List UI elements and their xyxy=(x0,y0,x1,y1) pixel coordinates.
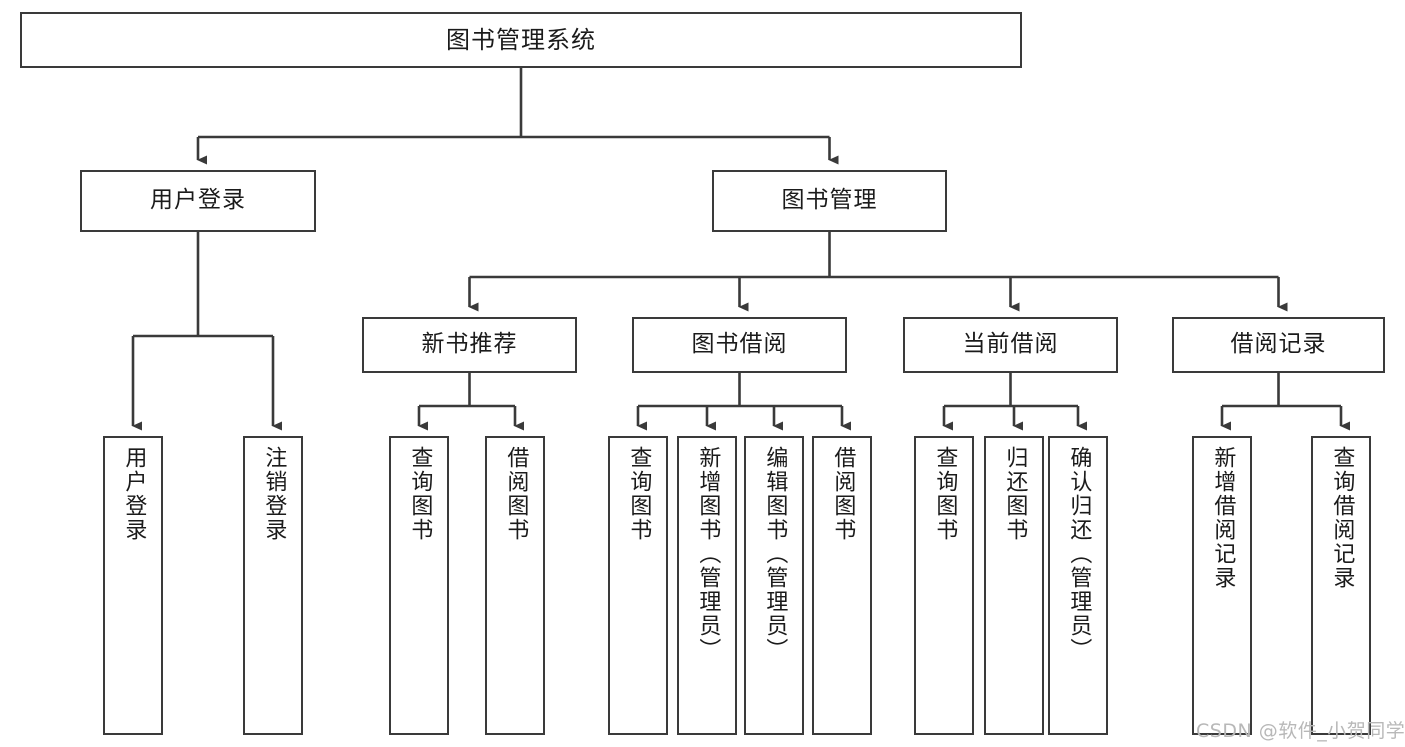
node-book-borrow[interactable]: 图书借阅 xyxy=(632,317,847,373)
node-leaf-br-add[interactable]: 新增借阅记录 xyxy=(1192,436,1252,735)
node-leaf-rec-borrow[interactable]: 借阅图书 xyxy=(485,436,545,735)
node-new-book-rec[interactable]: 新书推荐 xyxy=(362,317,577,373)
node-leaf-user-logout[interactable]: 注销登录 xyxy=(243,436,303,735)
node-label: 用户登录 xyxy=(150,187,246,214)
node-label: 当前借阅 xyxy=(962,331,1059,358)
node-leaf-bb-edit[interactable]: 编辑图书（管理员） xyxy=(744,436,804,735)
node-leaf-user-login[interactable]: 用户登录 xyxy=(103,436,163,735)
node-book-manage[interactable]: 图书管理 xyxy=(712,170,947,232)
node-label: 查询图书 xyxy=(407,446,433,542)
node-label: 归还图书 xyxy=(1002,446,1028,542)
node-leaf-cb-confirm[interactable]: 确认归还（管理员） xyxy=(1048,436,1108,735)
node-label: 查询图书 xyxy=(626,446,652,542)
node-label: 编辑图书（管理员） xyxy=(762,446,788,662)
node-root[interactable]: 图书管理系统 xyxy=(20,12,1022,68)
node-leaf-br-query[interactable]: 查询借阅记录 xyxy=(1311,436,1371,735)
node-leaf-cb-query[interactable]: 查询图书 xyxy=(914,436,974,735)
node-label: 借阅记录 xyxy=(1230,331,1327,358)
node-label: 借阅图书 xyxy=(830,446,856,542)
node-leaf-bb-query[interactable]: 查询图书 xyxy=(608,436,668,735)
node-leaf-bb-borrow[interactable]: 借阅图书 xyxy=(812,436,872,735)
node-label: 借阅图书 xyxy=(503,446,529,542)
node-label: 新增图书（管理员） xyxy=(695,446,721,662)
node-leaf-bb-add[interactable]: 新增图书（管理员） xyxy=(677,436,737,735)
node-label: 查询图书 xyxy=(932,446,958,542)
node-label: 新增借阅记录 xyxy=(1210,446,1236,590)
node-label: 确认归还（管理员） xyxy=(1066,446,1092,662)
node-borrow-record[interactable]: 借阅记录 xyxy=(1172,317,1385,373)
node-leaf-rec-query[interactable]: 查询图书 xyxy=(389,436,449,735)
csdn-watermark: CSDN @软件_小贺同学 xyxy=(1196,720,1405,742)
node-label: 注销登录 xyxy=(261,446,287,542)
node-label: 图书管理系统 xyxy=(446,25,596,54)
node-label: 图书借阅 xyxy=(691,331,788,358)
node-label: 新书推荐 xyxy=(421,331,518,358)
node-current-borrow[interactable]: 当前借阅 xyxy=(903,317,1118,373)
node-leaf-cb-return[interactable]: 归还图书 xyxy=(984,436,1044,735)
node-label: 用户登录 xyxy=(121,446,147,542)
node-label: 图书管理 xyxy=(781,187,878,214)
node-label: 查询借阅记录 xyxy=(1329,446,1355,590)
node-user-login[interactable]: 用户登录 xyxy=(80,170,316,232)
